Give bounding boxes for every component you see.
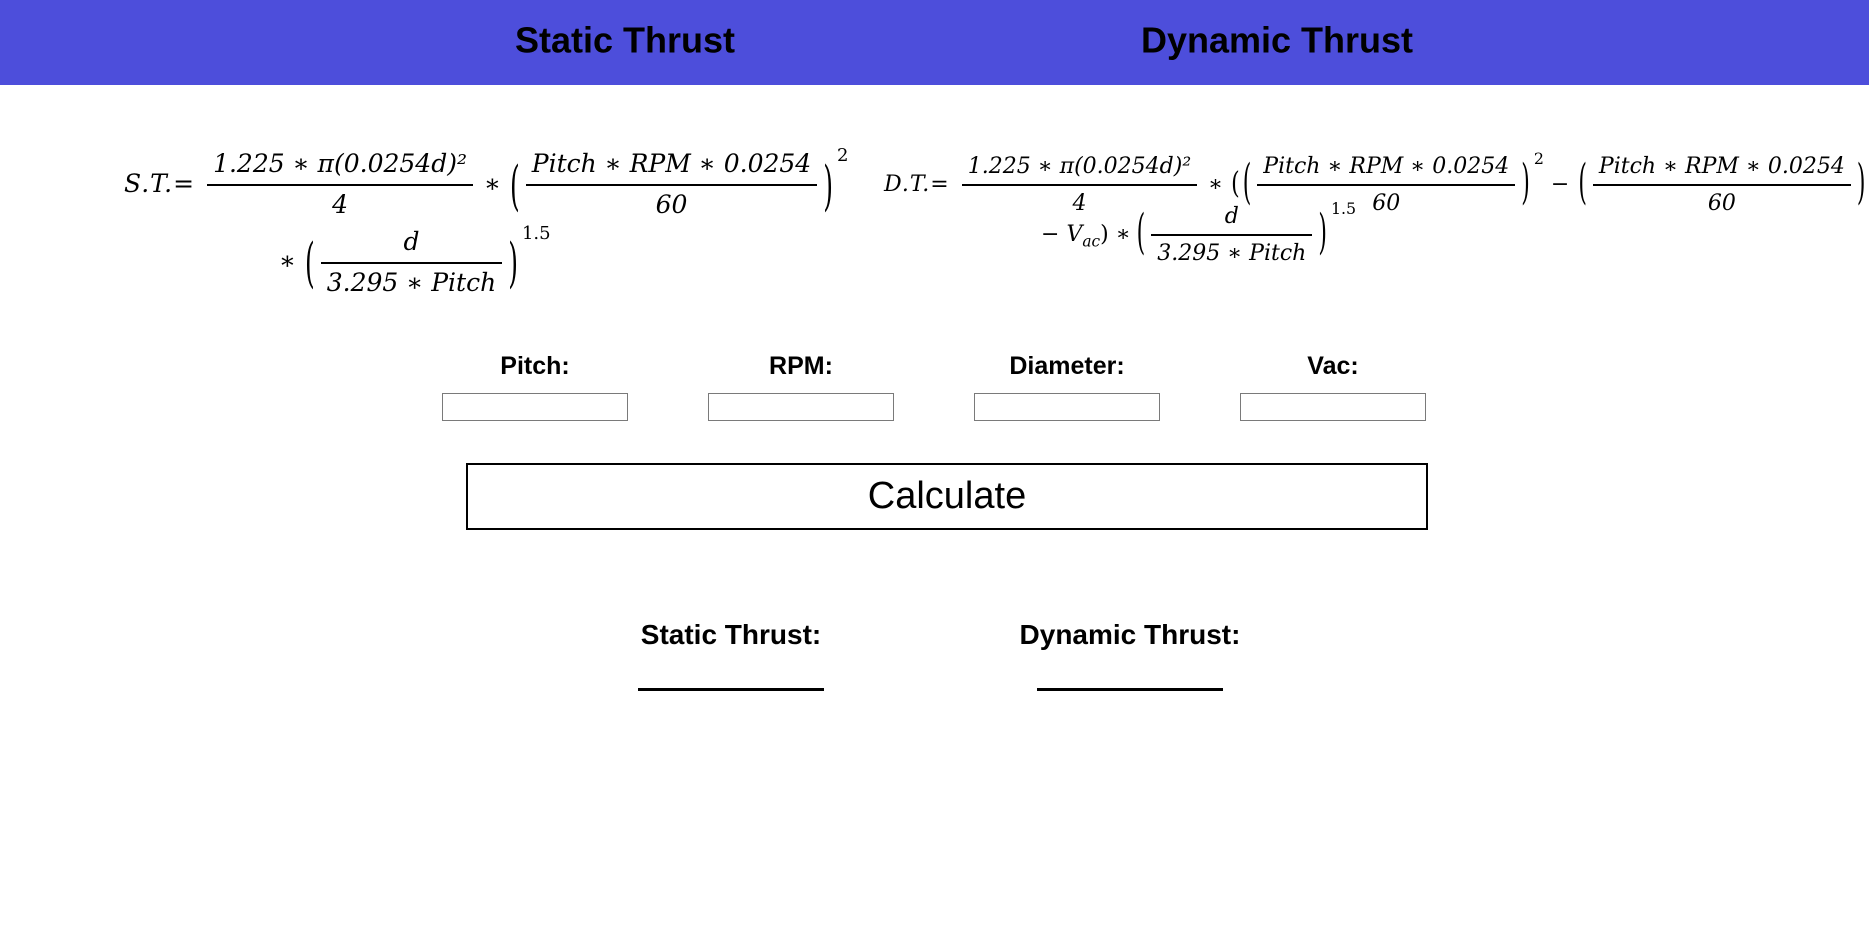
open-paren: ( (1136, 207, 1146, 261)
minus-operator: − (1041, 222, 1060, 248)
inputs-row: Pitch: RPM: Diameter: Vac: (402, 352, 1466, 421)
diameter-label: Diameter: (1009, 352, 1125, 380)
input-column-pitch: Pitch: (402, 352, 668, 421)
fraction-numerator: d (1224, 203, 1239, 229)
multiply-operator: ∗ (1208, 171, 1224, 197)
vac-subscript: ac (1082, 232, 1101, 251)
fraction-denominator: 60 (1257, 183, 1516, 216)
open-paren: ( (1578, 156, 1587, 211)
minus-operator: − (1550, 171, 1570, 197)
open-paren: ( (305, 231, 315, 295)
fraction-denominator: 60 (525, 184, 818, 220)
exponent: 1.5 (521, 222, 551, 244)
exponent: 2 (836, 145, 849, 166)
dynamic-thrust-result-underline (1037, 688, 1223, 691)
close-paren: ) (1856, 156, 1866, 211)
close-paren: ) (1318, 207, 1327, 261)
static-formula-fraction-3: d 3.295 ∗ Pitch (320, 227, 503, 298)
fraction-denominator: 4 (961, 183, 1198, 216)
static-formula-fraction-2: Pitch ∗ RPM ∗ 0.0254 60 (525, 149, 818, 220)
pitch-label: Pitch: (500, 352, 570, 380)
static-thrust-result-underline (638, 688, 824, 691)
open-paren: ( (1242, 156, 1252, 211)
static-formula-line2: ∗ ( d 3.295 ∗ Pitch)1.5 (272, 224, 848, 298)
exponent: 2 (1533, 149, 1544, 168)
dynamic-formula-fraction-4: d 3.295 ∗ Pitch (1151, 203, 1313, 267)
fraction-numerator: 1.225 ∗ π(0.0254d)² (967, 153, 1192, 179)
dynamic-formula-fraction-2: Pitch ∗ RPM ∗ 0.0254 60 (1257, 153, 1516, 217)
dynamic-formula-line2: −Vac) ∗( d 3.295 ∗ Pitch)1.5 (1034, 200, 1867, 266)
vac-label: Vac: (1307, 352, 1359, 380)
header-bar: Static Thrust Dynamic Thrust (0, 0, 1869, 85)
fraction-denominator: 4 (207, 184, 473, 220)
fraction-denominator: 60 (1592, 183, 1851, 216)
output-column-dynamic-thrust: Dynamic Thrust: (1020, 620, 1240, 691)
calculate-button[interactable]: Calculate (466, 463, 1428, 530)
fraction-numerator: d (403, 227, 420, 257)
dynamic-formula-fraction-1: 1.225 ∗ π(0.0254d)² 4 (961, 153, 1198, 217)
fraction-denominator: 3.295 ∗ Pitch (1151, 234, 1313, 266)
dynamic-formula-lhs: D.T.= (884, 171, 950, 197)
fraction-numerator: Pitch ∗ RPM ∗ 0.0254 (531, 149, 812, 179)
fraction-numerator: Pitch ∗ RPM ∗ 0.0254 (1263, 153, 1510, 179)
open-paren: ( (509, 153, 520, 217)
fraction-numerator: 1.225 ∗ π(0.0254d)² (213, 149, 467, 179)
exponent: 1.5 (1330, 199, 1357, 219)
close-paren: ) (1521, 156, 1530, 211)
input-column-rpm: RPM: (668, 352, 934, 421)
input-column-diameter: Diameter: (934, 352, 1200, 421)
vac-input[interactable] (1240, 393, 1426, 421)
multiply-operator: ∗ (279, 246, 296, 276)
fraction-denominator: 3.295 ∗ Pitch (320, 261, 503, 298)
close-paren: ) (508, 231, 518, 295)
input-column-vac: Vac: (1200, 352, 1466, 421)
static-thrust-result-label: Static Thrust: (640, 619, 822, 650)
rpm-label: RPM: (769, 352, 833, 380)
diameter-input[interactable] (974, 393, 1160, 421)
fraction-numerator: Pitch ∗ RPM ∗ 0.0254 (1598, 153, 1845, 179)
dynamic-thrust-result-label: Dynamic Thrust: (1019, 619, 1241, 650)
header-title-static-thrust: Static Thrust (514, 18, 736, 60)
close-paren-multiply: ) ∗ (1100, 222, 1131, 248)
output-column-static-thrust: Static Thrust: (638, 620, 824, 691)
static-formula-fraction-1: 1.225 ∗ π(0.0254d)² 4 (207, 150, 473, 220)
static-formula-lhs: S.T.= (124, 168, 196, 198)
rpm-input[interactable] (708, 393, 894, 421)
open-paren-outer: ( (1231, 167, 1240, 202)
header-title-dynamic-thrust: Dynamic Thrust (1140, 18, 1414, 60)
pitch-input[interactable] (442, 393, 628, 421)
dynamic-formula-fraction-3: Pitch ∗ RPM ∗ 0.0254 60 (1592, 153, 1851, 217)
vac-variable: V (1066, 222, 1083, 248)
close-paren: ) (823, 153, 833, 217)
multiply-operator: ∗ (483, 168, 501, 198)
